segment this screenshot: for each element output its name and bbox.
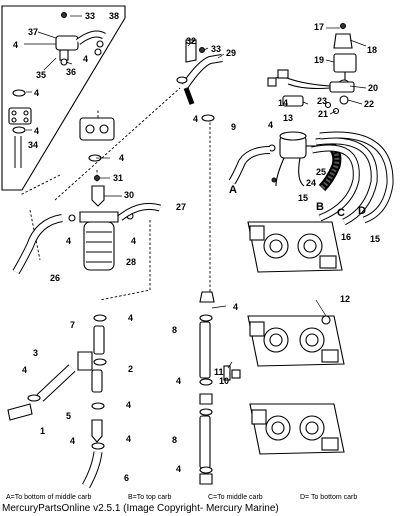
hose-letter-d: D	[358, 205, 366, 217]
callout-26: 26	[50, 273, 60, 283]
callout-5: 5	[66, 411, 71, 421]
callout-4: 4	[131, 236, 136, 246]
callout-27: 27	[176, 202, 186, 212]
callout-23: 23	[317, 96, 327, 106]
callout-15: 15	[298, 193, 308, 203]
callout-4: 4	[34, 126, 39, 136]
callout-20: 20	[368, 83, 378, 93]
callout-9: 9	[231, 122, 236, 132]
callout-10: 10	[219, 376, 229, 386]
callout-12: 12	[340, 294, 350, 304]
carburetor-middle	[247, 315, 345, 367]
callout-19: 19	[314, 55, 324, 65]
carburetor-top	[247, 221, 343, 273]
callout-24: 24	[306, 178, 316, 188]
routing-line	[99, 220, 151, 301]
carburetor-bottom	[249, 403, 345, 455]
callout-37: 37	[28, 27, 38, 37]
callout-4: 4	[70, 436, 75, 446]
inset-fuel-pump-detail	[1, 5, 126, 191]
callout-32: 32	[186, 36, 196, 46]
callout-7: 7	[70, 320, 75, 330]
callout-6: 6	[124, 473, 129, 483]
routing-line	[29, 209, 41, 261]
callout-21: 21	[318, 109, 328, 119]
callout-4: 4	[193, 114, 198, 124]
callout-4: 4	[176, 464, 181, 474]
callout-4: 4	[83, 54, 88, 64]
callout-2: 2	[128, 364, 133, 374]
callout-28: 28	[126, 257, 136, 267]
callout-8: 8	[172, 325, 177, 335]
callout-13: 13	[283, 113, 293, 123]
callout-4: 4	[66, 236, 71, 246]
hose-letter-b: B	[316, 201, 324, 213]
callout-4: 4	[233, 302, 238, 312]
callout-30: 30	[124, 190, 134, 200]
callout-35: 35	[36, 70, 46, 80]
legend-b: B=To top carb	[128, 494, 172, 501]
callout-16: 16	[341, 232, 351, 242]
routing-line	[19, 174, 61, 196]
callout-34: 34	[28, 140, 38, 150]
callout-14: 14	[278, 98, 288, 108]
routing-line	[54, 87, 181, 201]
hose-legend: A=To bottom of middle carb B=To top carb…	[0, 494, 400, 504]
callout-1: 1	[40, 426, 45, 436]
callout-8: 8	[172, 435, 177, 445]
callout-29: 29	[226, 48, 236, 58]
legend-d: D= To bottom carb	[300, 494, 358, 501]
callout-4: 4	[126, 434, 131, 444]
callout-36: 36	[66, 67, 76, 77]
legend-a: A=To bottom of middle carb	[6, 494, 92, 501]
callout-4: 4	[128, 313, 133, 323]
callout-25: 25	[316, 167, 326, 177]
callout-38: 38	[109, 11, 119, 21]
callout-4: 4	[22, 365, 27, 375]
callout-33: 33	[211, 44, 221, 54]
callout-4: 4	[126, 400, 131, 410]
callout-31: 31	[113, 173, 123, 183]
legend-c: C=To middle carb	[208, 494, 263, 501]
callout-4: 4	[268, 120, 273, 130]
callout-3: 3	[33, 348, 38, 358]
hose-29-assembly	[176, 39, 223, 122]
callout-22: 22	[364, 99, 374, 109]
callout-33: 33	[85, 11, 95, 21]
callout-4: 4	[34, 88, 39, 98]
carb-interconnect-hoses	[199, 291, 331, 485]
hose-letter-c: C	[337, 207, 345, 219]
callout-4: 4	[13, 40, 18, 50]
callout-4: 4	[119, 153, 124, 163]
callout-18: 18	[367, 45, 377, 55]
callout-4: 4	[176, 376, 181, 386]
leader-lines	[24, 15, 367, 369]
callout-17: 17	[314, 22, 324, 32]
callout-labels: 33 38 37 4 4 35 36 4 4 34 32 33 29 4 17 …	[13, 11, 380, 483]
fuel-filter-assembly	[12, 117, 162, 275]
lower-left-fuel-line-assembly	[7, 314, 107, 489]
callout-15: 15	[370, 234, 380, 244]
callout-11: 11	[214, 367, 224, 377]
hose-letter-a: A	[229, 184, 237, 196]
copyright-notice: MercuryPartsOnline v2.5.1 (Image Copyrig…	[2, 503, 279, 514]
primer-valve-assembly	[228, 23, 394, 226]
